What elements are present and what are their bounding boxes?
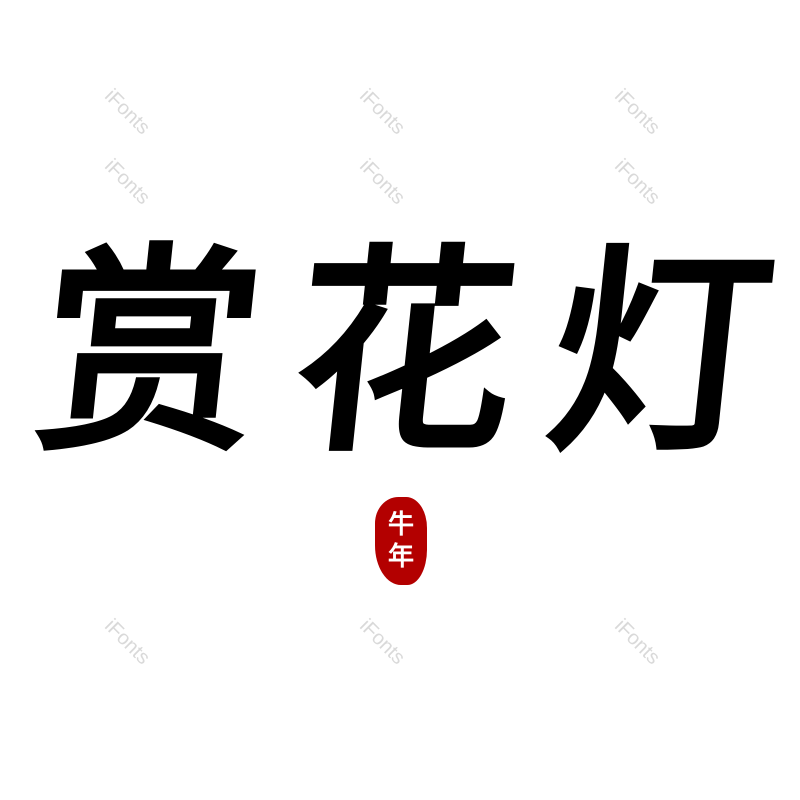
watermark: iFonts — [100, 614, 155, 670]
calligraphy-title: 赏 花 灯 — [26, 223, 783, 482]
watermark: iFonts — [610, 84, 665, 140]
red-seal-stamp: 牛 年 — [375, 497, 427, 585]
seal-char-2: 年 — [387, 542, 414, 572]
watermark: iFonts — [100, 84, 155, 140]
watermark: iFonts — [610, 154, 665, 210]
watermark: iFonts — [355, 84, 410, 140]
title-char-1: 赏 — [26, 223, 274, 482]
watermark: iFonts — [100, 154, 155, 210]
watermark: iFonts — [355, 154, 410, 210]
seal-char-1: 牛 — [387, 510, 414, 540]
title-char-2: 花 — [281, 223, 529, 482]
watermark: iFonts — [355, 614, 410, 670]
watermark: iFonts — [610, 614, 665, 670]
title-char-3: 灯 — [536, 223, 784, 482]
